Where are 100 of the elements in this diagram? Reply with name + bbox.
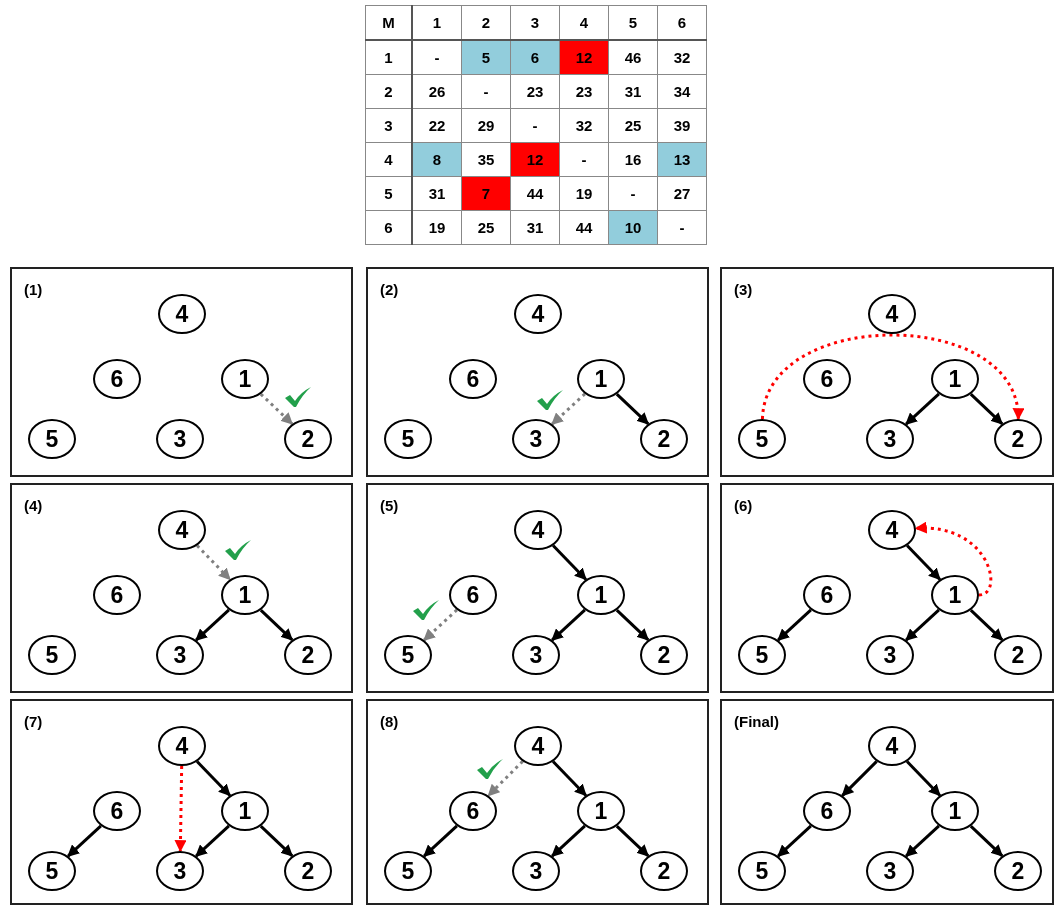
- arrow: [259, 824, 294, 858]
- node-circle: 6: [449, 791, 497, 831]
- node-circle: 1: [931, 575, 979, 615]
- table-cell: 31: [412, 176, 462, 211]
- table-cell: 23: [510, 74, 560, 109]
- table-cell: 27: [657, 176, 707, 211]
- table-cell: 8: [412, 142, 462, 177]
- table-cell: 10: [608, 210, 658, 245]
- panel-label: (4): [24, 497, 43, 514]
- arrow: [196, 544, 231, 581]
- arrow: [195, 824, 230, 858]
- step-panel: [10, 267, 353, 477]
- node-circle: 5: [384, 419, 432, 459]
- arrow: [777, 824, 812, 858]
- node-circle: 4: [158, 726, 206, 766]
- table-cell: 25: [608, 108, 658, 143]
- node-circle: 4: [868, 726, 916, 766]
- node-circle: 3: [156, 851, 204, 891]
- arrow: [914, 522, 993, 597]
- table-cell: 12: [559, 40, 609, 75]
- arrow: [777, 608, 812, 642]
- arrow: [969, 608, 1004, 642]
- table-cell: 6: [510, 40, 560, 75]
- arrow: [174, 765, 187, 853]
- header-cell: 5: [608, 5, 658, 40]
- arrow: [615, 608, 650, 642]
- table-cell: 19: [412, 210, 462, 245]
- arrow: [615, 392, 650, 426]
- node-circle: 2: [640, 419, 688, 459]
- node-circle: 1: [577, 575, 625, 615]
- arrow: [969, 392, 1004, 426]
- arrow: [259, 392, 294, 426]
- node-circle: 2: [284, 419, 332, 459]
- table-cell: 5: [461, 40, 511, 75]
- arrow: [906, 760, 941, 797]
- step-panel: [10, 483, 353, 693]
- table-cell: 23: [559, 74, 609, 109]
- arrow: [259, 608, 294, 642]
- table-cell: -: [510, 108, 560, 143]
- panel-label: (2): [380, 281, 399, 298]
- node-circle: 2: [284, 635, 332, 675]
- node-circle: 5: [384, 851, 432, 891]
- header-cell: M: [365, 5, 412, 40]
- node-circle: 1: [221, 575, 269, 615]
- node-circle: 3: [866, 851, 914, 891]
- arrow: [195, 608, 230, 642]
- node-circle: 6: [803, 791, 851, 831]
- table-cell: 22: [412, 108, 462, 143]
- arrow: [969, 824, 1004, 858]
- node-circle: 6: [93, 575, 141, 615]
- table-cell: 31: [510, 210, 560, 245]
- arrow: [551, 608, 586, 642]
- header-cell: 1: [365, 40, 412, 75]
- node-circle: 4: [514, 510, 562, 550]
- arrow: [761, 333, 1023, 421]
- node-circle: 1: [221, 359, 269, 399]
- node-circle: 4: [868, 294, 916, 334]
- node-circle: 5: [384, 635, 432, 675]
- arrow: [615, 824, 650, 858]
- table-cell: 35: [461, 142, 511, 177]
- table-cell: 34: [657, 74, 707, 109]
- arrow: [905, 392, 940, 426]
- node-circle: 6: [803, 575, 851, 615]
- node-circle: 5: [738, 419, 786, 459]
- table-cell: 32: [559, 108, 609, 143]
- node-circle: 3: [156, 419, 204, 459]
- node-circle: 5: [28, 635, 76, 675]
- panel-label: (6): [734, 497, 753, 514]
- arrow: [67, 824, 102, 858]
- arrow: [905, 608, 940, 642]
- table-cell: 32: [657, 40, 707, 75]
- arrow: [423, 608, 458, 642]
- table-cell: 31: [608, 74, 658, 109]
- arrow: [487, 760, 524, 797]
- table-cell: 29: [461, 108, 511, 143]
- arrow: [552, 544, 587, 581]
- node-circle: 2: [640, 635, 688, 675]
- panel-label: (8): [380, 713, 399, 730]
- table-cell: -: [608, 176, 658, 211]
- node-circle: 1: [221, 791, 269, 831]
- node-circle: 4: [514, 726, 562, 766]
- header-cell: 5: [365, 176, 412, 211]
- panel-label: (Final): [734, 713, 779, 730]
- node-circle: 6: [803, 359, 851, 399]
- table-cell: -: [461, 74, 511, 109]
- arrow: [906, 544, 941, 581]
- node-circle: 1: [577, 791, 625, 831]
- node-circle: 4: [158, 510, 206, 550]
- header-cell: 6: [657, 5, 707, 40]
- node-circle: 6: [93, 791, 141, 831]
- node-circle: 2: [640, 851, 688, 891]
- node-circle: 2: [284, 851, 332, 891]
- node-circle: 2: [994, 635, 1042, 675]
- header-cell: 2: [365, 74, 412, 109]
- node-circle: 3: [156, 635, 204, 675]
- table-cell: -: [657, 210, 707, 245]
- table-cell: 25: [461, 210, 511, 245]
- step-panel: [366, 267, 709, 477]
- table-cell: 46: [608, 40, 658, 75]
- step-panel: [720, 267, 1054, 477]
